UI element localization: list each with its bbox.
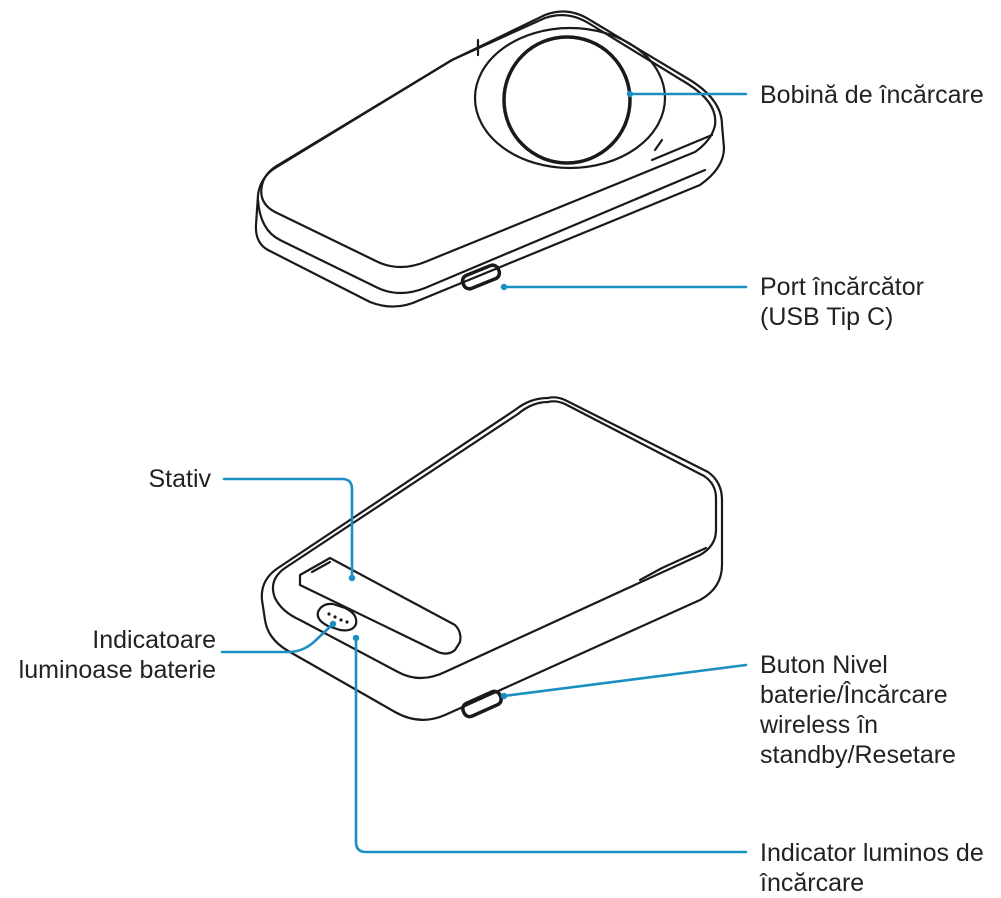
label-charge-led: Indicator luminos de încărcare <box>760 839 984 897</box>
leader-dot-charge <box>352 634 360 642</box>
level-button <box>461 689 503 719</box>
usb-c-port <box>460 263 502 291</box>
front-device-top-face <box>260 13 717 269</box>
leader-battery-leds <box>220 622 335 654</box>
coil-housing <box>473 26 667 170</box>
front-device-lower-edge <box>256 168 707 295</box>
battery-led-dots <box>327 612 349 624</box>
battery-led-2 <box>333 615 337 619</box>
leader-dot-port <box>500 283 508 291</box>
battery-led-1 <box>327 612 331 616</box>
leader-charge-led <box>354 636 748 854</box>
leader-dot-battery <box>329 620 337 628</box>
leader-dot-button <box>500 692 508 700</box>
device-front-view <box>254 10 726 308</box>
label-coil: Bobină de încărcare <box>760 81 984 109</box>
leader-button <box>502 663 748 698</box>
back-device-body <box>260 396 724 721</box>
battery-led-3 <box>339 618 343 622</box>
battery-led-capsule <box>316 602 358 632</box>
device-back-view <box>260 396 724 721</box>
label-stand: Stativ <box>148 465 211 493</box>
leader-dot-stand <box>348 574 356 582</box>
battery-led-4 <box>345 620 349 624</box>
label-button: Buton Nivel baterie/Încărcare wireless î… <box>760 651 956 769</box>
back-device-top-face <box>271 400 718 680</box>
leader-dot-coil <box>626 90 634 98</box>
kickstand <box>298 556 462 655</box>
label-battery-leds: Indicatoare luminoase baterie <box>18 626 216 684</box>
charging-coil <box>502 35 632 165</box>
leader-stand <box>222 477 354 577</box>
label-port: Port încărcător (USB Tip C) <box>760 273 924 331</box>
